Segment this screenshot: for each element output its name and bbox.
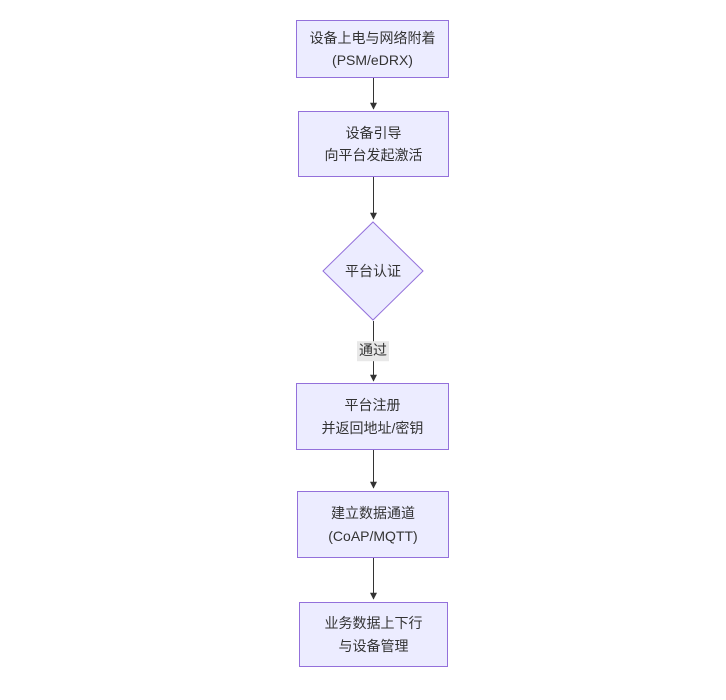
edge-label-pass: 通过 (357, 341, 389, 361)
node-platform-register: 平台注册 并返回地址/密钥 (296, 383, 449, 450)
node-text-line: 建立数据通道 (331, 505, 415, 522)
diamond-shape (322, 221, 424, 321)
node-text-line: 平台注册 (344, 397, 401, 414)
node-text-line: (CoAP/MQTT) (328, 527, 418, 544)
decision-platform-auth: 平台认证 (322, 221, 424, 321)
node-device-bootstrap: 设备引导 向平台发起激活 (298, 111, 449, 177)
diamond-polygon (322, 221, 424, 321)
decision-label: 平台认证 (345, 263, 401, 279)
node-text-line: 与设备管理 (338, 637, 409, 654)
node-power-on-network-attach: 设备上电与网络附着 (PSM/eDRX) (296, 20, 449, 78)
node-text-line: 向平台发起激活 (324, 147, 423, 163)
node-text-line: 设备上电与网络附着 (309, 29, 436, 46)
node-data-channel: 建立数据通道 (CoAP/MQTT) (297, 491, 449, 558)
node-text-line: 设备引导 (345, 124, 402, 141)
node-text-line: (PSM/eDRX) (332, 52, 413, 68)
node-text-line: 业务数据上下行 (324, 615, 423, 632)
node-business-data-management: 业务数据上下行 与设备管理 (299, 602, 448, 667)
node-text-line: 并返回地址/密钥 (321, 419, 424, 436)
